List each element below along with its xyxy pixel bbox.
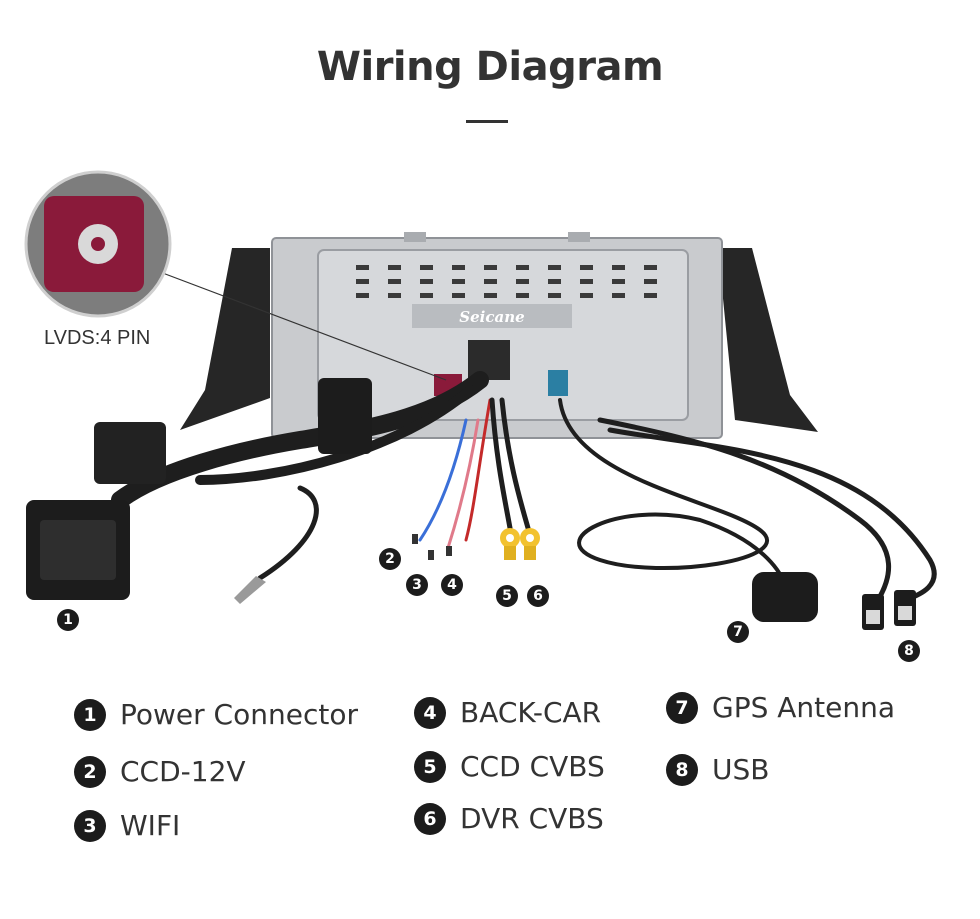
usb-cable-b <box>607 427 937 603</box>
mount-tab-left <box>404 232 426 242</box>
lvds-label: LVDS:4 PIN <box>44 327 151 349</box>
legend-item-4: 4 BACK-CAR <box>414 696 601 729</box>
page-title: Wiring Diagram <box>316 44 664 90</box>
marker-2: 2 <box>379 548 401 570</box>
legend-badge: 4 <box>414 696 446 729</box>
aux-cable <box>257 485 319 581</box>
main-loom <box>111 371 489 509</box>
wire-pink <box>446 418 480 550</box>
legend-label: WIFI <box>120 809 181 842</box>
legend-badge: 6 <box>414 802 446 835</box>
mount-tab-right <box>568 232 590 242</box>
legend-item-2: 2 CCD-12V <box>74 755 246 788</box>
quadlock-plug <box>318 378 372 454</box>
marker-8: 8 <box>898 640 920 662</box>
wiring-illustration: Seicane <box>24 170 937 630</box>
title-underline <box>466 120 508 123</box>
gps-antenna-puck <box>752 572 818 622</box>
iso-box-connector <box>94 422 166 484</box>
main-loom-secondary <box>195 385 475 485</box>
wire-tip-4 <box>446 546 452 556</box>
callout-line <box>159 271 447 381</box>
legend-badge: 7 <box>666 691 698 724</box>
legend-item-3: 3 WIFI <box>74 809 180 842</box>
head-unit-panel <box>317 249 689 421</box>
gps-cable <box>558 398 787 587</box>
usb-cable-a <box>597 417 892 603</box>
wire-tip-2 <box>412 534 418 544</box>
legend-badge: 5 <box>414 750 446 783</box>
legend-label: USB <box>712 753 770 786</box>
legend-label: DVR CVBS <box>460 802 604 835</box>
lvds-callout <box>24 170 447 381</box>
brand-plate <box>412 304 572 328</box>
legend-label: BACK-CAR <box>460 696 602 729</box>
marker-3: 3 <box>406 574 428 596</box>
marker-4: 4 <box>441 574 463 596</box>
legend-badge: 2 <box>74 755 106 788</box>
legend-label: CCD-12V <box>120 755 246 788</box>
marker-7: 7 <box>727 621 749 643</box>
legend-item-1: 1 Power Connector <box>74 698 358 731</box>
legend-item-6: 6 DVR CVBS <box>414 802 604 835</box>
legend-item-5: 5 CCD CVBS <box>414 750 605 783</box>
wiring-harness <box>111 371 937 603</box>
legend-badge: 3 <box>74 809 106 842</box>
marker-6: 6 <box>527 585 549 607</box>
legend-item-8: 8 USB <box>666 753 769 786</box>
wire-red <box>464 398 492 542</box>
marker-1: 1 <box>57 609 79 631</box>
gps-port <box>548 370 568 396</box>
legend-label: CCD CVBS <box>460 750 605 783</box>
head-unit: Seicane <box>180 232 818 439</box>
wire-tip-3 <box>428 550 434 560</box>
legend-label: Power Connector <box>120 698 358 731</box>
wire-blue <box>418 418 468 542</box>
legend-badge: 1 <box>74 698 106 731</box>
legend-label: GPS Antenna <box>712 691 896 724</box>
legend-badge: 8 <box>666 753 698 786</box>
legend-item-7: 7 GPS Antenna <box>666 691 895 724</box>
aux-jack <box>234 576 266 604</box>
rca-cable-a <box>489 397 513 531</box>
head-unit-frame <box>180 248 270 430</box>
connectors <box>26 378 916 630</box>
head-unit-frame-right <box>718 248 818 432</box>
vent-slots <box>356 265 657 298</box>
rca-cable-b <box>499 397 531 531</box>
marker-5: 5 <box>496 585 518 607</box>
brand-logo: Seicane <box>459 308 524 326</box>
